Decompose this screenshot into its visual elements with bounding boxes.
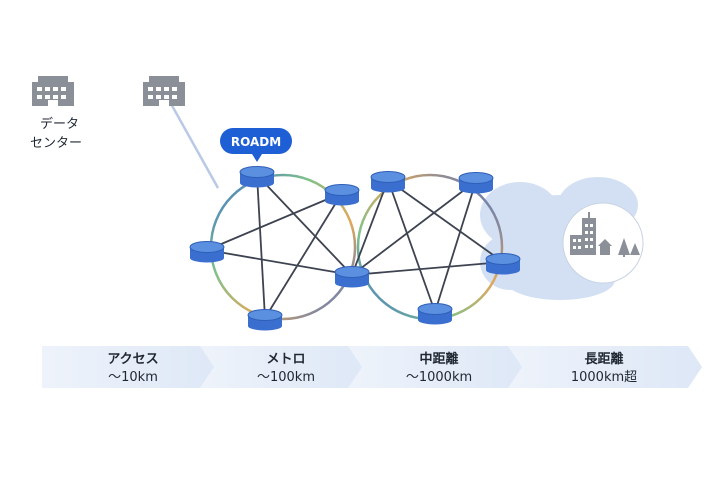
roadm-node [370,171,406,193]
datacenter-links [70,93,220,189]
roadm-nodes [189,166,521,331]
roadm-node [324,184,360,206]
stage-title: メトロ [266,352,305,367]
stage-title: 長距離 [584,351,623,367]
city-icon [562,202,644,284]
stage-range: ～10km [108,370,158,385]
stage-1: アクセス ～10km [42,346,226,388]
stage-range: ～1000km [406,370,472,385]
dc-to-access-link [168,101,220,189]
stage-title: アクセス [107,352,158,367]
datacenter-building-right [143,76,185,106]
roadm-node [189,241,225,263]
distance-stages: アクセス ～10km メトロ ～100km 中距離 ～1000km 長距離 1000km超 [42,346,702,388]
roadm-node [458,172,494,194]
datacenter-building-left [32,76,74,106]
stage-4: 長距離 1000km超 [508,346,702,388]
roadm-label: ROADM [231,135,281,149]
stage-3: 中距離 ～1000km [348,346,532,388]
roadm-node [334,266,370,288]
stage-range: ～100km [257,370,315,385]
datacenter-label-line1: データ [40,116,79,132]
stage-range: 1000km超 [571,370,637,385]
mesh-links [206,174,504,319]
roadm-badge: ROADM [220,128,292,162]
datacenter-label-line2: センター [30,136,82,151]
stage-2: メトロ ～100km [200,346,374,388]
roadm-node [417,303,453,325]
stage-title: 中距離 [419,351,458,367]
roadm-node [247,309,283,331]
roadm-node [239,166,275,188]
roadm-node [485,253,521,275]
